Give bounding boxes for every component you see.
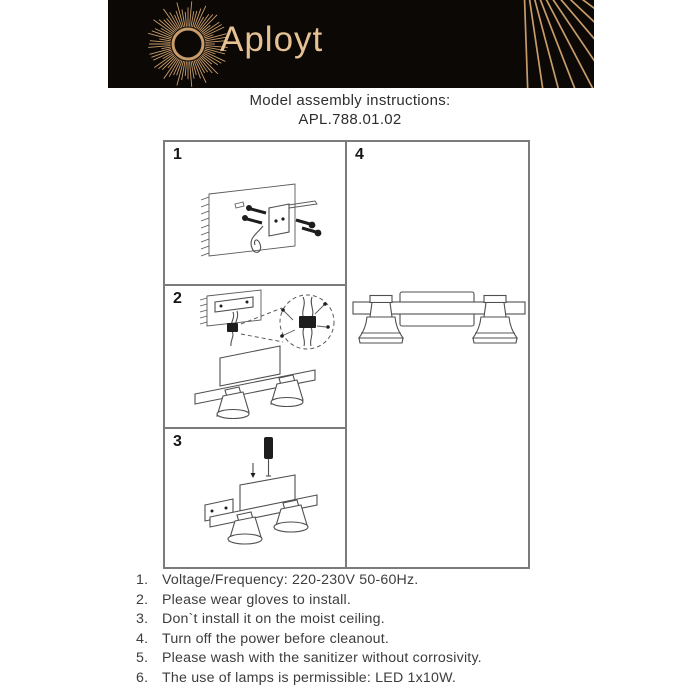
finished-fixture-icon [352, 291, 526, 344]
note-text: The use of lamps is permissible: LED 1x1… [162, 669, 457, 686]
wall-plate-icon [199, 289, 262, 327]
note-number: 1. [136, 572, 149, 588]
grid-horizontal-divider-2 [165, 427, 345, 429]
step-3-number: 3 [173, 433, 182, 450]
grid-horizontal-divider-1 [165, 284, 345, 286]
sunburst-logo-icon [148, 1, 228, 87]
page-title: Model assembly instructions: [249, 92, 451, 109]
note-number: 3. [136, 611, 149, 628]
magnifier-detail-icon [240, 294, 335, 350]
corner-rays-icon [523, 0, 594, 88]
fixture-body-icon [194, 345, 316, 420]
note-text: Voltage/Frequency: 220-230V 50-60Hz. [162, 572, 419, 588]
assembled-fixture-front-view-drawing [352, 291, 526, 344]
grid-vertical-divider [345, 142, 347, 567]
brand-logo-text: Aployt [220, 20, 324, 59]
left-lamp-icon [357, 294, 405, 344]
list-item: 5. Please wash with the sanitizer withou… [136, 649, 596, 669]
note-text: Please wear gloves to install. [162, 591, 351, 608]
note-number: 5. [136, 650, 149, 667]
list-item: 6. The use of lamps is permissible: LED … [136, 669, 596, 689]
note-number: 4. [136, 630, 149, 647]
wall-anchor-drilling-drawing [200, 183, 322, 257]
mounting-bracket-icon [268, 200, 318, 237]
step-2-number: 2 [173, 290, 182, 307]
note-text: Turn off the power before cleanout. [162, 630, 390, 647]
list-item: 1. Voltage/Frequency: 220-230V 50-60Hz. [136, 571, 596, 591]
screwdriver-fixing-drawing [204, 437, 318, 545]
model-number: APL.788.01.02 [298, 111, 402, 128]
wire-connection-drawing [194, 289, 335, 420]
step-1-number: 1 [173, 146, 182, 163]
brand-banner: Aployt [108, 0, 594, 88]
list-item: 3. Don`t install it on the moist ceiling… [136, 610, 596, 630]
assembly-steps-grid: 1 2 3 4 [163, 140, 530, 569]
list-item: 4. Turn off the power before cleanout. [136, 630, 596, 650]
note-text: Don`t install it on the moist ceiling. [162, 611, 385, 628]
step-4-number: 4 [355, 146, 364, 163]
wall-icon [200, 183, 296, 257]
note-number: 2. [136, 591, 149, 608]
title-block: Model assembly instructions: APL.788.01.… [0, 92, 700, 128]
banner-decoration [148, 0, 594, 88]
screw-anchor-icons [234, 201, 322, 237]
eclipse-ring-icon [171, 27, 205, 61]
wire-icon [250, 225, 264, 253]
fixture-assembly-icon [204, 474, 318, 545]
list-item: 2. Please wear gloves to install. [136, 591, 596, 611]
safety-notes-list: 1. Voltage/Frequency: 220-230V 50-60Hz. … [136, 571, 596, 689]
note-text: Please wash with the sanitizer without c… [162, 650, 482, 667]
hanging-wires-icon [227, 310, 239, 347]
right-lamp-icon [471, 294, 519, 344]
note-number: 6. [136, 669, 149, 686]
